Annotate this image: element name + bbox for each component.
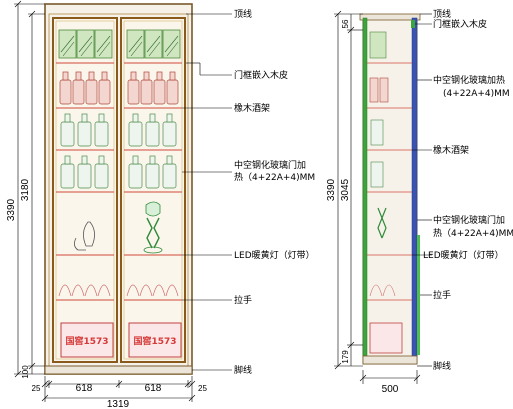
side-dim-depth: 500 [382,384,399,395]
label-foot-trim: 脚线 [234,364,252,376]
side-cabinet-body [362,17,418,365]
side-leader-lines [412,13,432,367]
label-oak-rack: 橡木酒架 [234,102,270,114]
side-shelves [367,62,412,301]
side-label-glass2-line2: 热（4+22A+4)MM [433,227,513,239]
side-top-hinge [411,20,415,28]
white-bottles-rows [60,113,177,189]
front-shelves [56,62,182,301]
brand-box-left [60,322,114,358]
brand-text-left: 国窖1573 [65,335,108,347]
side-label-foot-trim: 脚线 [433,360,451,372]
side-view: 顶线 门框嵌入木皮 中空钢化玻璃加热 (4+22A+4)MM 橡木酒架 中空钢化… [326,8,513,395]
dim-total-height: 3390 [6,198,17,221]
side-label-frame-leather: 门框嵌入木皮 [433,18,487,30]
side-depth-dimension [359,370,421,384]
front-foot-trim [44,365,193,375]
dim-side-left: 25 [32,384,41,393]
dim-side-right: 25 [198,384,207,393]
left-door-glass [55,20,115,360]
side-contents [369,31,403,354]
dim-door-left: 618 [76,383,93,394]
pink-wine-cups [58,284,179,297]
side-dim-total-height: 3390 [326,178,337,201]
wine-boxes [58,29,181,59]
dim-total-width: 1319 [107,399,130,409]
label-glass-door: 中空钢化玻璃门加 热（4+22A+4)MM [234,159,315,183]
dim-inner-height: 3180 [20,178,31,201]
side-glass-door [411,17,418,365]
side-foot [362,355,418,365]
brand-text-right: 国窖1573 [133,335,176,347]
label-top-trim: 顶线 [234,8,252,20]
side-label-top-trim: 顶线 [433,8,451,20]
front-vertical-dimensions [14,0,45,378]
front-view: 国窖1573 国窖1573 顶线 门框嵌入木皮 橡木酒架 中空钢化玻璃门加 热（… [6,0,315,409]
side-dim-middle-height: 3045 [340,178,351,201]
label-handle: 拉手 [234,294,252,306]
front-horizontal-dimensions [41,376,196,402]
brand-box-right [128,322,182,358]
side-vertical-dimensions [334,10,363,370]
label-frame-leather: 门框嵌入木皮 [234,69,288,81]
left-door [52,17,118,363]
label-led-light: LED暖黄灯（灯带） [234,249,315,261]
side-label-oak-rack: 橡木酒架 [433,144,469,156]
right-door-glass [123,20,183,360]
side-label-glass2-line1: 中空钢化玻璃门加 [433,214,505,226]
dim-foot-height: 100 [21,365,30,379]
right-door [120,17,186,363]
side-dim-bottom-height: 179 [341,350,350,364]
side-label-glass-line2: (4+22A+4)MM [443,89,510,99]
side-front-frame [362,17,368,365]
side-label-led-light: LED暖黄灯（灯带） [423,249,504,261]
side-label-handle: 拉手 [433,289,451,301]
liquor-bottles-row [59,71,179,105]
display-decor [74,201,163,254]
side-handle [417,235,420,355]
side-dim-top-height: 56 [341,19,350,28]
side-top-trim [359,13,421,21]
front-leader-lines [182,13,232,371]
dim-door-right: 618 [145,383,162,394]
side-label-glass-line1: 中空钢化玻璃加热 [433,74,505,86]
